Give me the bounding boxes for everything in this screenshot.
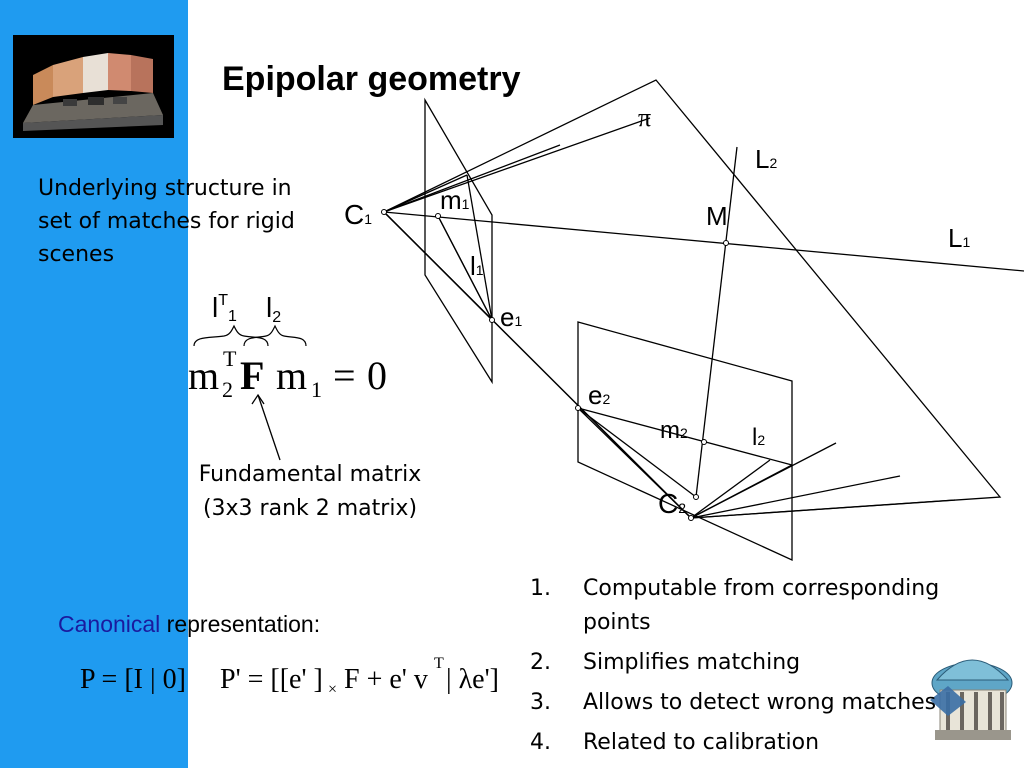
svg-text:F + e' v: F + e' v — [344, 664, 428, 695]
fan-ray — [690, 475, 901, 519]
point-M — [723, 240, 729, 246]
list-item: 4.Related to calibration — [530, 730, 820, 755]
point-C2 — [693, 494, 699, 500]
brace-label-l2: l2 — [266, 292, 281, 326]
fan-ray — [383, 117, 651, 213]
svg-text:0: 0 — [367, 353, 387, 398]
label-M: M — [706, 201, 728, 231]
epipolar-plane-pi — [382, 79, 1002, 519]
properties-list: 1.Computable from corresponding points 2… — [530, 572, 1010, 766]
fan-ray — [383, 144, 561, 213]
description-text: Underlying structure in set of matches f… — [38, 176, 295, 267]
fan-ray — [437, 215, 493, 321]
label-m2: m2 — [660, 417, 688, 444]
point-m2 — [701, 439, 707, 445]
svg-text:P' = [[e' ]: P' = [[e' ] — [220, 664, 323, 695]
svg-text:m: m — [276, 353, 307, 398]
svg-text:T: T — [223, 346, 237, 371]
label-L2: L2 — [755, 144, 777, 174]
svg-text:m: m — [188, 353, 219, 398]
fan-ray — [690, 464, 793, 519]
point-C1 — [381, 209, 387, 215]
svg-text:×: × — [328, 681, 337, 698]
ray-L1 — [383, 211, 1024, 272]
label-m1: m1 — [440, 185, 470, 215]
fan-ray — [383, 174, 468, 213]
canonical-lead-word: Canonical — [58, 611, 161, 637]
label-C1: C1 — [344, 199, 372, 230]
label-L1: L1 — [948, 223, 970, 253]
label-C2: C2 — [658, 488, 686, 519]
point-e1 — [489, 317, 495, 323]
label-e2: e2 — [588, 380, 610, 410]
svg-text:P = [I | 0]: P = [I | 0] — [80, 664, 186, 695]
ray-L2 — [695, 146, 738, 498]
svg-text:2: 2 — [222, 377, 233, 402]
fan-ray — [466, 174, 493, 321]
brace-label-l1T: lT1 — [212, 292, 237, 325]
label-pi: π — [638, 103, 651, 132]
street-scene-thumbnail — [13, 35, 174, 138]
caption-line-2: (3x3 rank 2 matrix) — [202, 496, 418, 521]
point-m1 — [435, 213, 441, 219]
fundamental-matrix-caption: Fundamental matrix (3x3 rank 2 matrix) — [160, 458, 460, 526]
svg-text:F: F — [240, 353, 264, 398]
svg-text:1: 1 — [311, 377, 322, 402]
caption-line-1: Fundamental matrix — [198, 462, 422, 487]
list-item: 2.Simplifies matching — [530, 650, 801, 675]
slide-title: Epipolar geometry — [222, 60, 521, 98]
equation-braces — [193, 324, 307, 347]
fan-ray — [383, 211, 493, 321]
svg-text:T: T — [434, 655, 444, 672]
image-plane-2 — [577, 321, 793, 562]
svg-text:=: = — [333, 353, 356, 398]
canonical-heading: Canonical representation: — [58, 611, 320, 638]
label-l2: l2 — [752, 424, 765, 451]
epipolar-equation: m 2 T F m 1 = 0 — [188, 346, 387, 402]
epipolar-line-l2 — [577, 407, 793, 466]
fan-ray — [690, 459, 771, 519]
fan-ray — [577, 407, 692, 519]
canonical-equation: P = [I | 0] P' = [[e' ] × F + e' v T | λ… — [80, 655, 499, 698]
list-item: 1.Computable from corresponding points — [530, 576, 940, 635]
list-item: 3.Allows to detect wrong matches — [530, 690, 937, 715]
image-plane-1 — [424, 97, 493, 385]
point-C2-center — [688, 515, 694, 521]
point-e2 — [575, 405, 581, 411]
arrow-to-F — [251, 393, 281, 461]
fan-ray — [690, 499, 956, 519]
label-e1: e1 — [500, 302, 522, 332]
canonical-rest: representation: — [160, 611, 321, 637]
rotunda-logo — [930, 659, 1013, 740]
svg-text:| λe']: | λe'] — [446, 664, 499, 695]
label-l1: l1 — [470, 251, 484, 281]
fan-ray — [577, 407, 697, 498]
